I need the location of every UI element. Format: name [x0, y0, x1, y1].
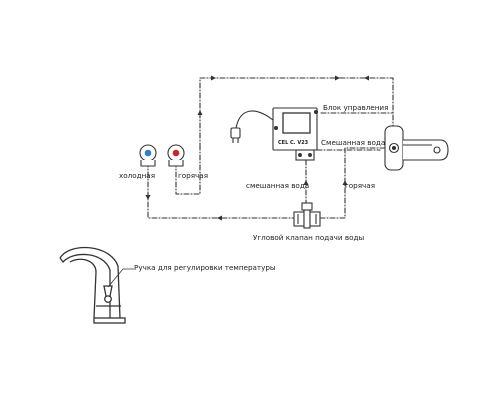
faucet-spout-illustration — [59, 246, 126, 324]
connection-lines — [147, 77, 394, 219]
cold-tap — [139, 144, 157, 167]
unit-model-text: CEL C. V23 — [278, 140, 309, 146]
flow-arrows — [145, 75, 369, 221]
label-angle-valve: Угловой клапан подачи воды — [253, 233, 365, 242]
label-mixed-water-top: Смешанная вода — [321, 138, 386, 147]
cold-indicator — [144, 149, 152, 157]
label-hot-left: горячая — [178, 171, 209, 180]
sensor-cable — [230, 110, 274, 143]
handle-pointer — [107, 268, 134, 288]
label-mixed-water-left: смешанная вода — [246, 181, 310, 190]
hot-tap — [167, 144, 185, 167]
label-cold: холодная — [119, 171, 156, 180]
faucet-mixer — [384, 125, 449, 171]
control-unit — [272, 107, 319, 161]
hot-indicator — [172, 149, 180, 157]
label-hot-right: горячая — [345, 181, 376, 190]
cold-to-valve-line — [147, 161, 295, 219]
label-control-unit: Блок управления — [323, 103, 389, 112]
label-temperature-handle: Ручка для регулировки температуры — [134, 263, 276, 272]
angle-valve — [293, 202, 321, 229]
hot-line — [175, 147, 201, 195]
